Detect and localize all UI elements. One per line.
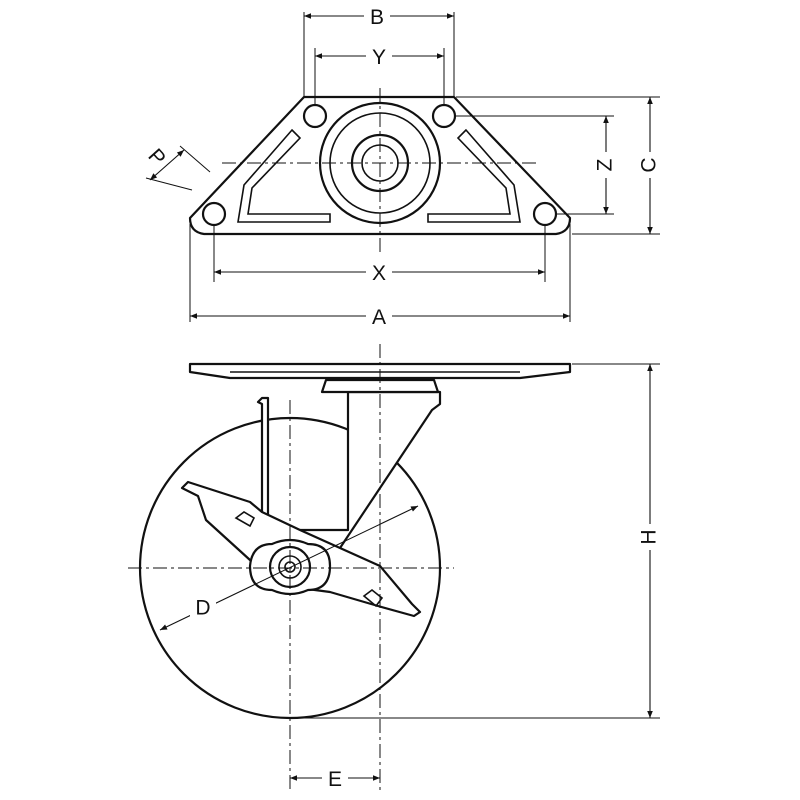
dim-label-B: B: [370, 6, 384, 29]
mount-hole-top-right: [431, 103, 457, 129]
dim-label-C: C: [638, 157, 661, 172]
mount-hole-bottom-left: [201, 201, 227, 227]
dim-label-X: X: [372, 262, 386, 285]
top-view: [188, 88, 572, 252]
side-view-dimensions: H E: [290, 363, 662, 791]
dim-label-D: D: [195, 597, 210, 620]
top-view-extension-lines: [145, 12, 660, 322]
dim-label-Y: Y: [372, 46, 386, 69]
dim-label-H: H: [638, 529, 661, 544]
dim-label-Z: Z: [594, 158, 617, 171]
dim-label-A: A: [372, 306, 386, 329]
mount-hole-top-left: [302, 103, 328, 129]
mount-hole-bottom-right: [532, 201, 558, 227]
top-view-dimensions: B Y X A C Z P: [143, 4, 662, 329]
side-view: D: [128, 344, 572, 790]
dim-P-line: [149, 149, 185, 181]
dim-label-E: E: [328, 768, 342, 791]
left-stiffener: [237, 128, 331, 223]
right-stiffener: [427, 128, 521, 223]
swivel-bearing: [320, 378, 440, 394]
